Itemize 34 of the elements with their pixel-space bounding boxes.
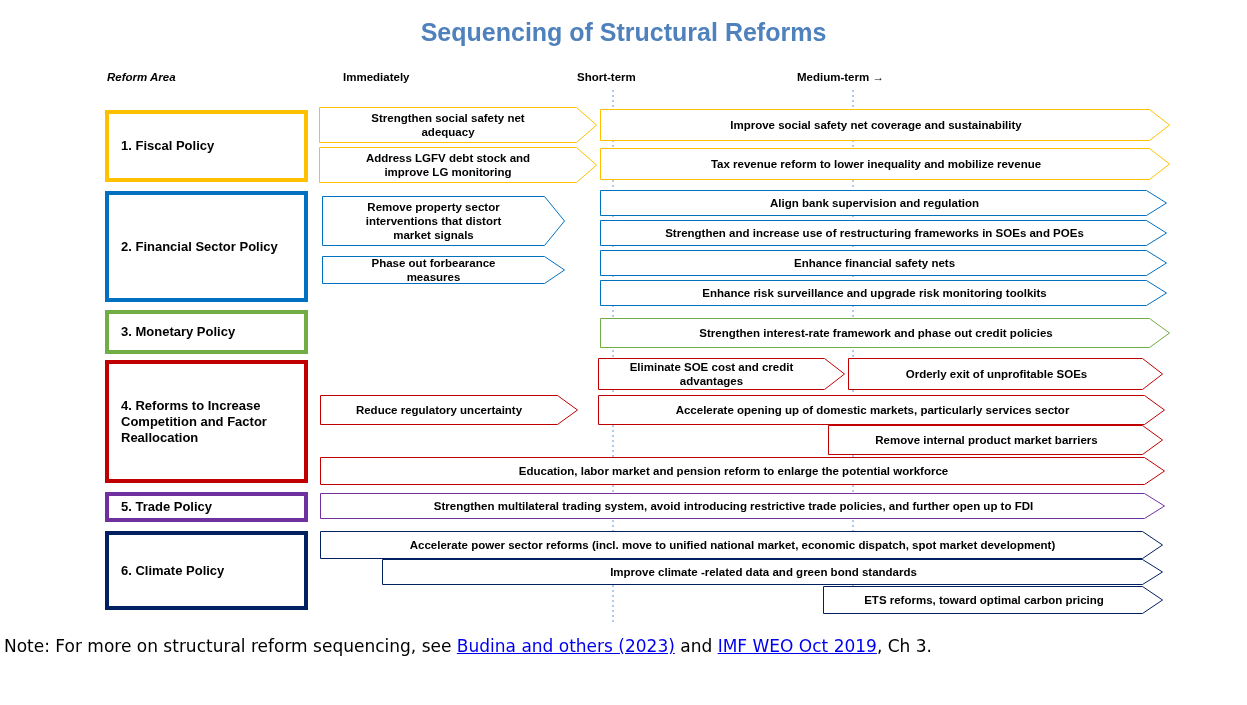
reform-bar: Eliminate SOE cost and credit advantages (598, 358, 845, 390)
reform-bar: Strengthen interest-rate framework and phase out credit policies (600, 318, 1170, 348)
reform-bar: Phase out forbearance measures (322, 256, 565, 284)
reform-area-box: 2. Financial Sector Policy (105, 191, 308, 302)
reform-bar: Reduce regulatory uncertainty (320, 395, 578, 425)
reform-area-box: 3. Monetary Policy (105, 310, 308, 354)
reform-bar: Improve social safety net coverage and sustainability (600, 109, 1170, 141)
reform-bar: Accelerate power sector reforms (incl. move to unified national market, economic dispatch, spot market development) (320, 531, 1163, 559)
reform-bar: Enhance financial safety nets (600, 250, 1167, 276)
reform-bar: Orderly exit of unprofitable SOEs (848, 358, 1163, 390)
reform-bar: Enhance risk surveillance and upgrade risk monitoring toolkits (600, 280, 1167, 306)
reform-area-box: 5. Trade Policy (105, 492, 308, 522)
note: Note: For more on structural reform sequencing, see Budina and others (2023) and IMF WEO Oct 2019, Ch 3. (4, 636, 932, 656)
reform-bar: Education, labor market and pension reform to enlarge the potential workforce (320, 457, 1165, 485)
reference-link: Budina and others (2023) (456, 636, 675, 656)
reform-bar: Remove internal product market barriers (828, 425, 1163, 455)
title: Sequencing of Structural Reforms (419, 18, 828, 47)
column-header: Immediately (343, 71, 410, 83)
reform-bar: Align bank supervision and regulation (600, 190, 1167, 216)
column-header: Short-term (577, 71, 636, 83)
reform-bar: Strengthen and increase use of restructuring frameworks in SOEs and POEs (600, 220, 1167, 246)
reform-area-box: 1. Fiscal Policy (105, 110, 308, 182)
reform-bar: ETS reforms, toward optimal carbon pricing (823, 586, 1163, 614)
reform-bar: Strengthen multilateral trading system, avoid introducing restrictive trade policies, and further open up to FDI (320, 493, 1165, 519)
reform-bar: Address LGFV debt stock and improve LG monitoring (319, 147, 597, 183)
reform-bar: Tax revenue reform to lower inequality and mobilize revenue (600, 148, 1170, 180)
reform-area-box: 6. Climate Policy (105, 531, 308, 610)
reform-bar: Accelerate opening up of domestic markets, particularly services sector (598, 395, 1165, 425)
reform-area-box: 4. Reforms to Increase Competition and Factor Reallocation (105, 360, 308, 483)
reference-link: IMF WEO Oct 2019 (717, 636, 877, 656)
reform-bar: Strengthen social safety net adequacy (319, 107, 597, 143)
column-header: Reform Area (107, 71, 176, 83)
reform-bar: Remove property sector interventions that distort market signals (322, 196, 565, 246)
column-header: Medium-term → (797, 71, 884, 83)
